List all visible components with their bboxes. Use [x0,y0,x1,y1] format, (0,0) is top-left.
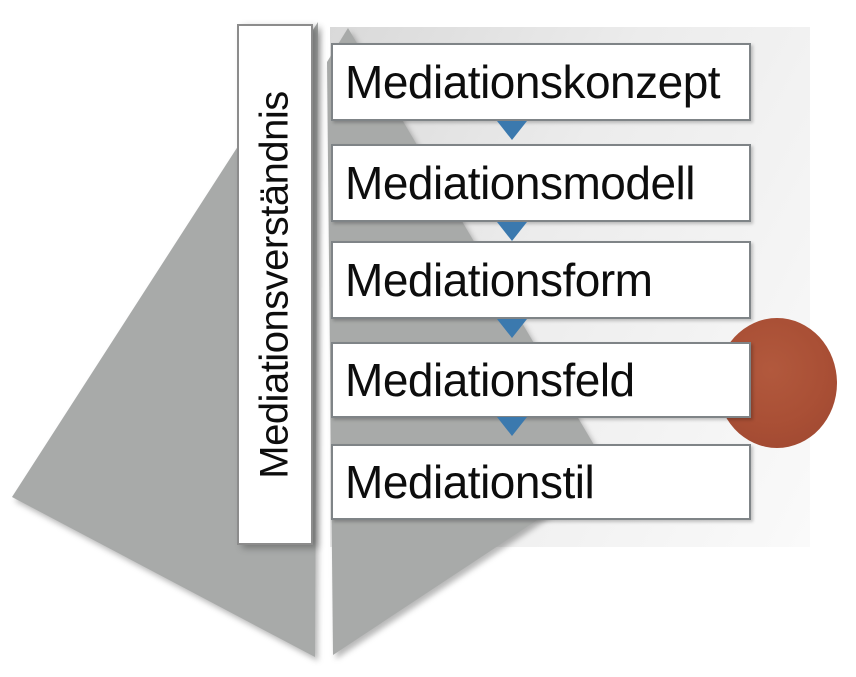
arrow-down-icon [497,417,527,436]
side-label-box: Mediationsverständnis [237,24,313,545]
level-box-mediationstil: Mediationstil [331,444,751,520]
level-box-mediationsform: Mediationsform [331,241,751,319]
level-label: Mediationsmodell [345,157,695,209]
level-box-mediationskonzept: Mediationskonzept [331,43,751,121]
level-box-mediationsmodell: Mediationsmodell [331,144,751,222]
level-box-mediationsfeld: Mediationsfeld [331,342,751,418]
arrow-down-icon [497,319,527,338]
arrow-down-icon [497,222,527,241]
level-label: Mediationskonzept [345,56,721,108]
level-label: Mediationstil [345,456,595,508]
arrow-down-icon [497,121,527,140]
level-label: Mediationsfeld [345,354,635,406]
side-label-text: Mediationsverständnis [252,90,297,479]
level-label: Mediationsform [345,254,653,306]
